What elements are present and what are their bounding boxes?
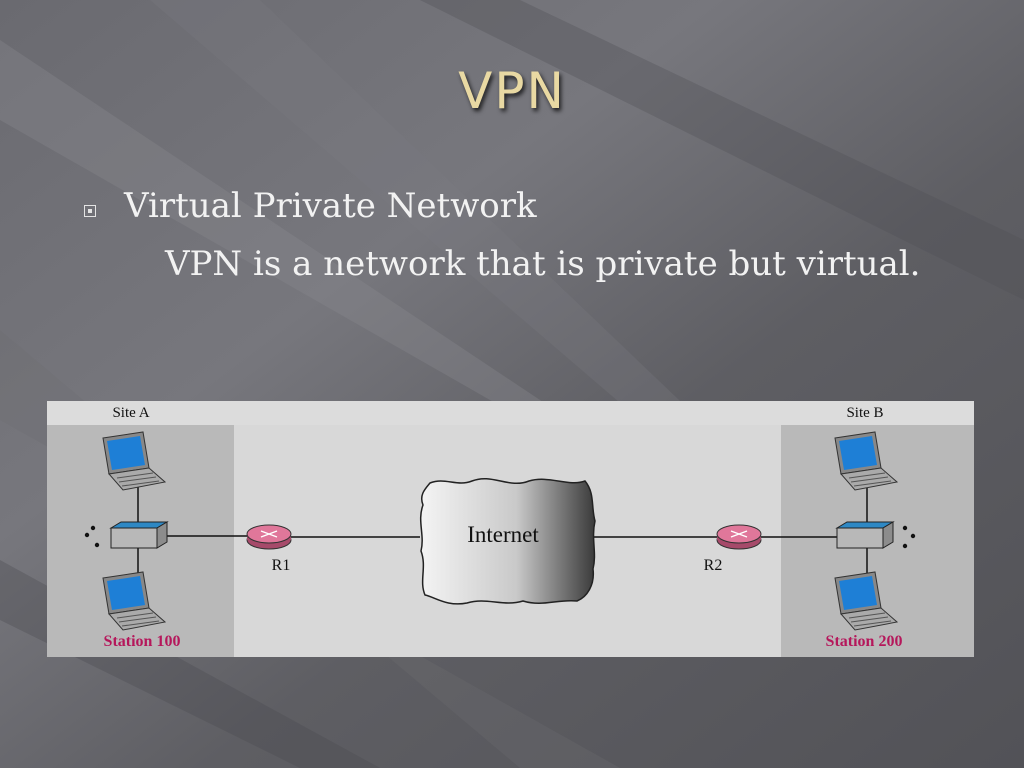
bullet-icon xyxy=(84,205,96,217)
site-a-label: Site A xyxy=(112,405,149,421)
router-r1-icon xyxy=(246,524,292,550)
internet-label: Internet xyxy=(467,522,539,547)
sub-bullet-text: VPN is a network that is private but vir… xyxy=(165,244,921,284)
station-100-label: Station 100 xyxy=(104,633,181,650)
internet-cloud-icon xyxy=(419,477,596,605)
router-r1-label: R1 xyxy=(272,557,291,574)
switch-icon xyxy=(836,521,894,549)
more-hosts-dots-icon xyxy=(84,525,100,548)
site-b-label: Site B xyxy=(846,405,883,421)
slide-title: VPN xyxy=(458,62,566,120)
station-200-label: Station 200 xyxy=(826,633,903,650)
router-r2-icon xyxy=(716,524,762,550)
vpn-diagram: Site A Site B Internet R1 R2 Station 100… xyxy=(47,401,974,657)
router-r2-label: R2 xyxy=(704,557,723,574)
more-hosts-dots-icon xyxy=(902,525,916,549)
bullet-text: Virtual Private Network xyxy=(124,186,537,226)
switch-icon xyxy=(110,521,168,549)
